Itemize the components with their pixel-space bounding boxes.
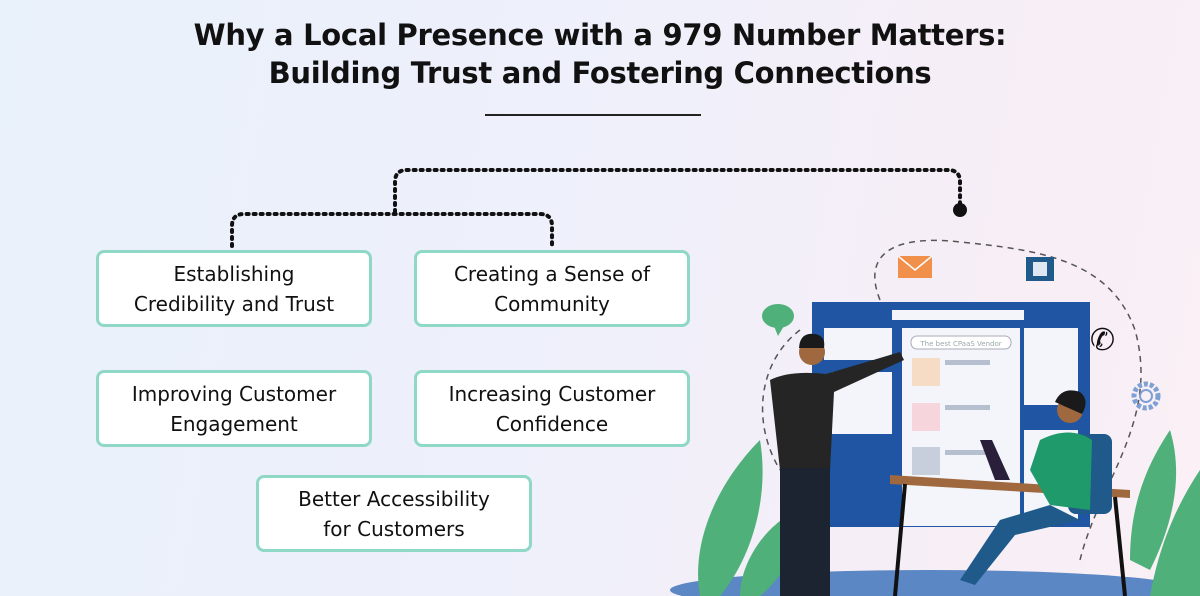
title-underline: [485, 114, 701, 116]
box-text: Establishing: [173, 261, 295, 286]
box-text: for Customers: [323, 516, 465, 541]
leaf-right-icon: [1130, 430, 1200, 596]
benefit-box-community: Creating a Sense of Community: [414, 250, 690, 327]
benefit-box-accessibility: Better Accessibility for Customers: [256, 475, 532, 552]
title-line-2: Building Trust and Fostering Connections: [268, 56, 932, 90]
laptop-icon: [980, 440, 1010, 480]
screen-search-text: The best CPaaS Vendor: [919, 340, 1001, 348]
envelope-icon: [897, 255, 933, 278]
connector-endpoint-dot: [953, 203, 967, 217]
phone-icon: ✆: [1090, 323, 1115, 358]
page-title: Why a Local Presence with a 979 Number M…: [0, 16, 1200, 92]
box-text: Better Accessibility: [298, 486, 490, 511]
box-text: Confidence: [495, 411, 609, 436]
standing-man: [770, 333, 904, 596]
box-text: Community: [494, 291, 610, 316]
box-text: Engagement: [170, 411, 298, 436]
gear-icon: [1131, 381, 1161, 411]
box-text: Improving Customer: [131, 381, 337, 406]
film-icon: [1026, 257, 1054, 281]
seated-man: [960, 390, 1112, 585]
title-line-1: Why a Local Presence with a 979 Number M…: [193, 18, 1007, 52]
box-text: Increasing Customer: [448, 381, 656, 406]
box-text: Creating a Sense of: [453, 261, 651, 286]
box-text: Credibility and Trust: [133, 291, 335, 316]
chat-bubble-icon: [762, 304, 794, 336]
